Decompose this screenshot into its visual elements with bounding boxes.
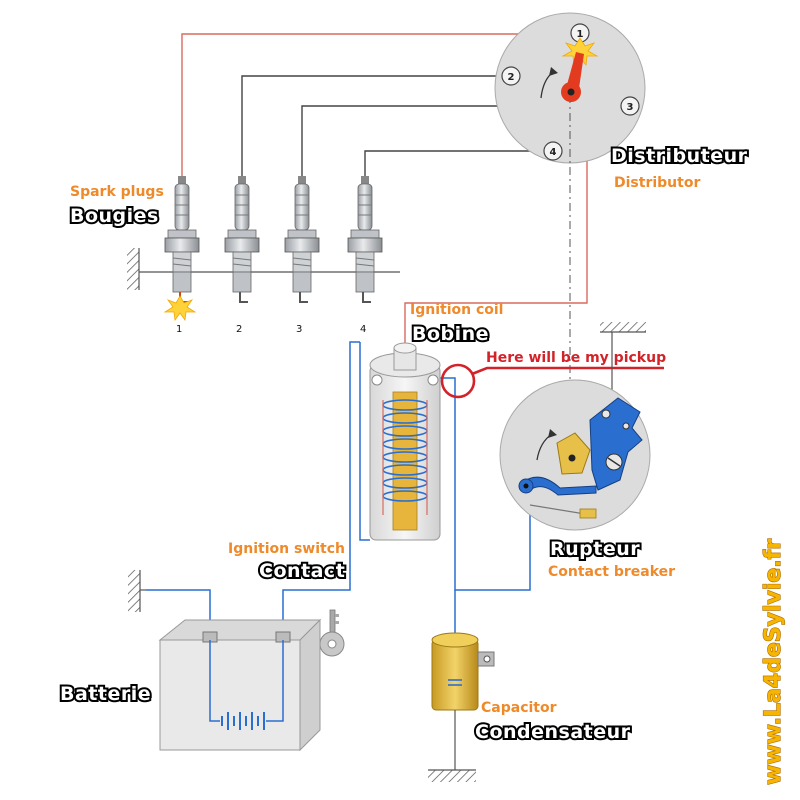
key-icon [319, 609, 345, 657]
contact-breaker [499, 322, 651, 531]
plug-number-3: 3 [296, 324, 302, 335]
coil-label: Bobine [412, 323, 489, 345]
spark-plugs-label-en: Spark plugs [70, 184, 164, 200]
wire-battery-to-switch [282, 341, 360, 640]
breaker-rotation-arrow-icon [536, 429, 557, 461]
spark-plug-4 [347, 176, 383, 303]
svg-text:1: 1 [577, 29, 584, 40]
capacitor [428, 632, 495, 782]
wire-plug-2 [241, 75, 503, 180]
pickup-label: Here will be my pickup [486, 350, 666, 366]
capacitor-label-en: Capacitor [481, 700, 557, 716]
spark-plug-1 [164, 176, 200, 303]
svg-text:4: 4 [550, 147, 557, 158]
distributor-terminal-4: 4 [543, 141, 563, 161]
coil-label-en: Ignition coil [410, 302, 503, 318]
pickup-marker [440, 363, 664, 399]
rotation-arrow-icon [540, 67, 558, 99]
distributor-label-en: Distributor [614, 175, 700, 191]
distributor-label: Distributeur [611, 145, 748, 167]
lv-wires [146, 341, 531, 640]
breaker-plate [589, 397, 643, 491]
svg-text:3: 3 [627, 102, 634, 113]
breaker-label: Rupteur [550, 538, 640, 560]
ignition-coil [359, 342, 441, 541]
capacitor-label: Condensateur [475, 721, 631, 743]
plug-number-1: 1 [176, 324, 182, 335]
distributor-terminal-2: 2 [501, 66, 521, 86]
watermark-logo: www.La4deSylvie.fr [761, 539, 786, 785]
spark-plug-2 [224, 176, 260, 303]
spark-plug-3 [284, 176, 320, 303]
distributor-terminal-3: 3 [620, 96, 640, 116]
spark-plugs: 1 2 3 4 [163, 176, 383, 335]
plug-number-4: 4 [360, 324, 366, 335]
wire-plug-1 [181, 33, 565, 180]
wire-plug-4 [364, 150, 544, 180]
plug-number-2: 2 [236, 324, 242, 335]
switch-label-en: Ignition switch [228, 541, 345, 557]
rotor-arm [561, 52, 584, 102]
svg-text:2: 2 [508, 72, 515, 83]
battery [158, 618, 322, 752]
battery-ground [128, 570, 146, 612]
battery-cells [221, 712, 265, 730]
spark-plugs-label: Bougies [70, 205, 159, 227]
switch-label: Contact [259, 560, 345, 582]
breaker-arm [518, 476, 597, 519]
spark-burst-plug-icon [163, 295, 197, 322]
breaker-label-en: Contact breaker [548, 564, 675, 580]
battery-label: Batterie [60, 683, 151, 705]
breaker-cam [556, 432, 591, 475]
distributor: 1 2 3 4 [494, 12, 646, 530]
